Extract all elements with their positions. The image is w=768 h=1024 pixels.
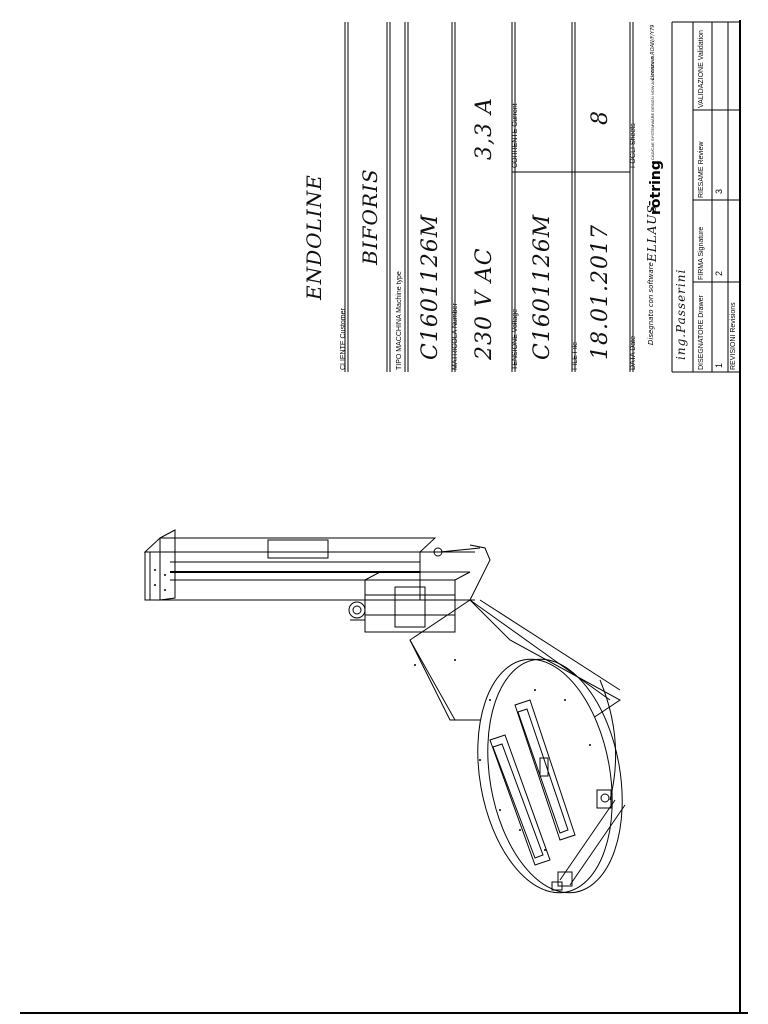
machine-name: ENDOLINE bbox=[302, 174, 326, 300]
file-value: C1601126M bbox=[530, 213, 555, 360]
carriage bbox=[348, 571, 471, 633]
revision-3: 3 bbox=[714, 188, 724, 194]
revision-2: 2 bbox=[714, 270, 724, 276]
number-label: MATRICOLA Number bbox=[452, 303, 459, 370]
date-value: 18.01.2017 bbox=[588, 224, 613, 360]
rotring-logo: rōtring bbox=[648, 160, 664, 215]
signature-label: FIRMA Signature bbox=[698, 226, 705, 280]
sheets-label: FOGLI Sheets bbox=[630, 123, 637, 168]
base-arm bbox=[409, 544, 621, 721]
date-label: DATA Date bbox=[630, 336, 637, 370]
validation-label: VALIDAZIONE Validation bbox=[698, 30, 705, 108]
license-text: Licenza n.ROAN/F/Y79 bbox=[650, 24, 656, 80]
current-label: CORRENTE Current bbox=[512, 103, 519, 168]
frame-right-line bbox=[739, 20, 741, 1014]
frame-bottom-line bbox=[20, 1012, 748, 1014]
customer-label: CLIENTE Customer bbox=[340, 308, 347, 370]
voltage-value: 230 V AC bbox=[472, 247, 497, 360]
voltage-label: TENSIONE Voltage bbox=[512, 308, 519, 370]
software-label: Disegnato con software bbox=[647, 262, 655, 345]
base-foot bbox=[557, 799, 626, 887]
turntable bbox=[477, 658, 623, 894]
sheets-value: 8 bbox=[588, 110, 613, 125]
current-value: 3,3 A bbox=[472, 97, 497, 160]
drawing-dots bbox=[154, 569, 591, 851]
machine-type-label: TIPO MACCHINA Machine type bbox=[396, 271, 403, 370]
revision-1: 1 bbox=[714, 362, 724, 368]
revisions-label: REVISIONI Revisions bbox=[730, 302, 737, 370]
mast bbox=[143, 529, 475, 601]
customer-value: BIFORIS bbox=[358, 168, 382, 265]
drawer-label: DISEGNATORE Drawer bbox=[698, 295, 705, 370]
file-label: FILE File bbox=[572, 341, 579, 370]
drawer-name: ing.Passerini bbox=[674, 268, 688, 360]
machine-type-value: C1601126M bbox=[418, 213, 443, 360]
review-label: RIESAME Review bbox=[698, 141, 705, 198]
